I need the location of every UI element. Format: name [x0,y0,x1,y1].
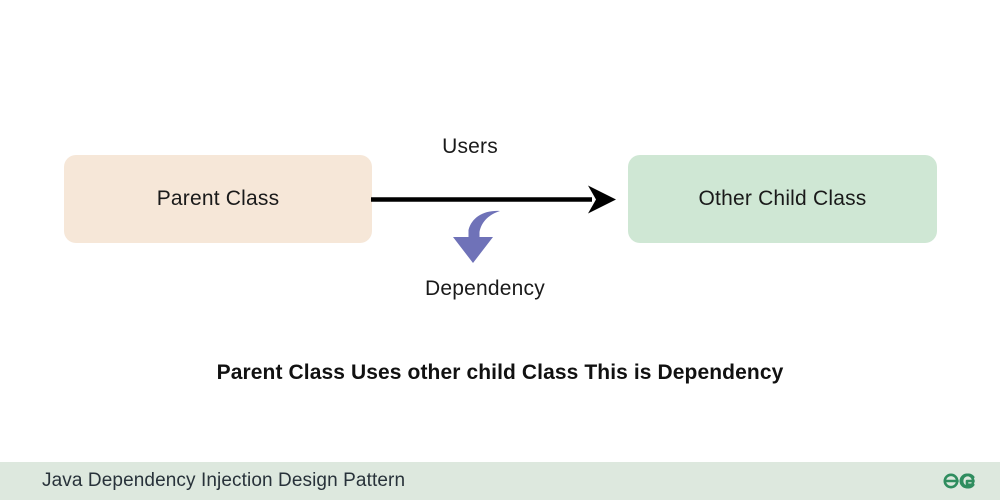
uses-arrow-icon [371,185,616,214]
geeksforgeeks-logo-icon [943,473,975,489]
diagram-caption: Parent Class Uses other child Class This… [216,361,784,384]
users-edge-label: Users [442,135,498,158]
dependency-edge-label: Dependency [425,277,545,300]
node-parent-class-label: Parent Class [156,187,280,210]
node-parent-class: Parent Class [64,155,372,243]
dependency-curved-arrow-icon [453,210,500,263]
footer-bar: Java Dependency Injection Design Pattern [0,462,1000,500]
node-other-child-class-label: Other Child Class [698,187,867,210]
node-other-child-class: Other Child Class [628,155,937,243]
footer-title: Java Dependency Injection Design Pattern [42,470,406,491]
